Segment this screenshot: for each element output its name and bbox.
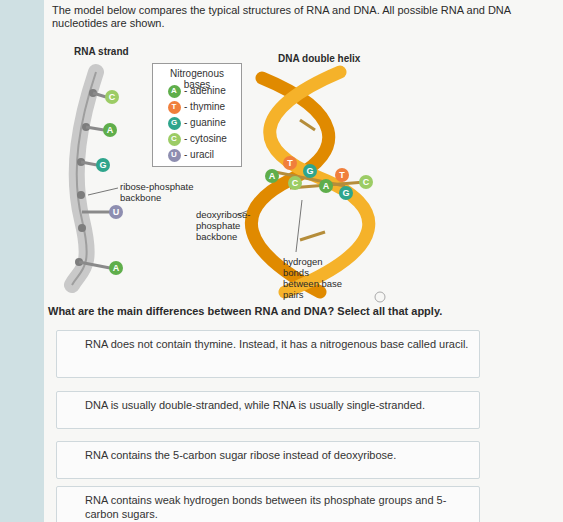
legend-letter: A (167, 84, 181, 98)
base-letter: T (283, 156, 297, 170)
base-letter: T (335, 168, 349, 182)
base-letter: G (96, 158, 110, 172)
legend-text: - guanine (184, 117, 226, 128)
base-letter: A (265, 169, 279, 183)
base-letter: C (288, 176, 302, 190)
legend-text: - uracil (184, 149, 214, 160)
question-text: What are the main differences between RN… (48, 305, 538, 318)
legend-letter: G (167, 116, 181, 130)
base-letter: C (359, 175, 373, 189)
base-letter: U (109, 205, 123, 219)
base-letter: C (105, 90, 119, 104)
legend-text: - cytosine (184, 133, 227, 144)
base-letter: G (303, 164, 317, 178)
part-name: DNA double helix (278, 53, 388, 65)
part-name: RNA strand (74, 46, 164, 58)
option-text: RNA does not contain thymine. Instead, i… (85, 337, 471, 351)
legend-letter: T (167, 100, 181, 114)
answer-option: RNA contains weak hydrogen bonds between… (56, 486, 480, 522)
legend-text: - adenine (184, 85, 226, 96)
part-name: ribose-phosphate backbone (120, 182, 204, 204)
legend-text: - thymine (184, 101, 225, 112)
answer-option: RNA does not contain thymine. Instead, i… (56, 330, 480, 378)
base-letter: G (339, 186, 353, 200)
part-name: hydrogen bonds between base pairs (283, 257, 343, 301)
base-letter: A (103, 123, 117, 137)
option-text: RNA contains weak hydrogen bonds between… (85, 493, 471, 522)
legend-letter: U (167, 148, 181, 162)
base-letter: A (319, 179, 333, 193)
option-text: DNA is usually double-stranded, while RN… (85, 398, 471, 412)
intro-text: The model below compares the typical str… (52, 4, 552, 29)
part-name: deoxyribose-phosphate backbone (196, 210, 266, 243)
answer-option: DNA is usually double-stranded, while RN… (56, 391, 480, 429)
option-text: RNA contains the 5-carbon sugar ribose i… (85, 448, 471, 462)
legend-letter: C (167, 132, 181, 146)
answer-option: RNA contains the 5-carbon sugar ribose i… (56, 441, 480, 479)
base-letter: A (109, 261, 123, 275)
